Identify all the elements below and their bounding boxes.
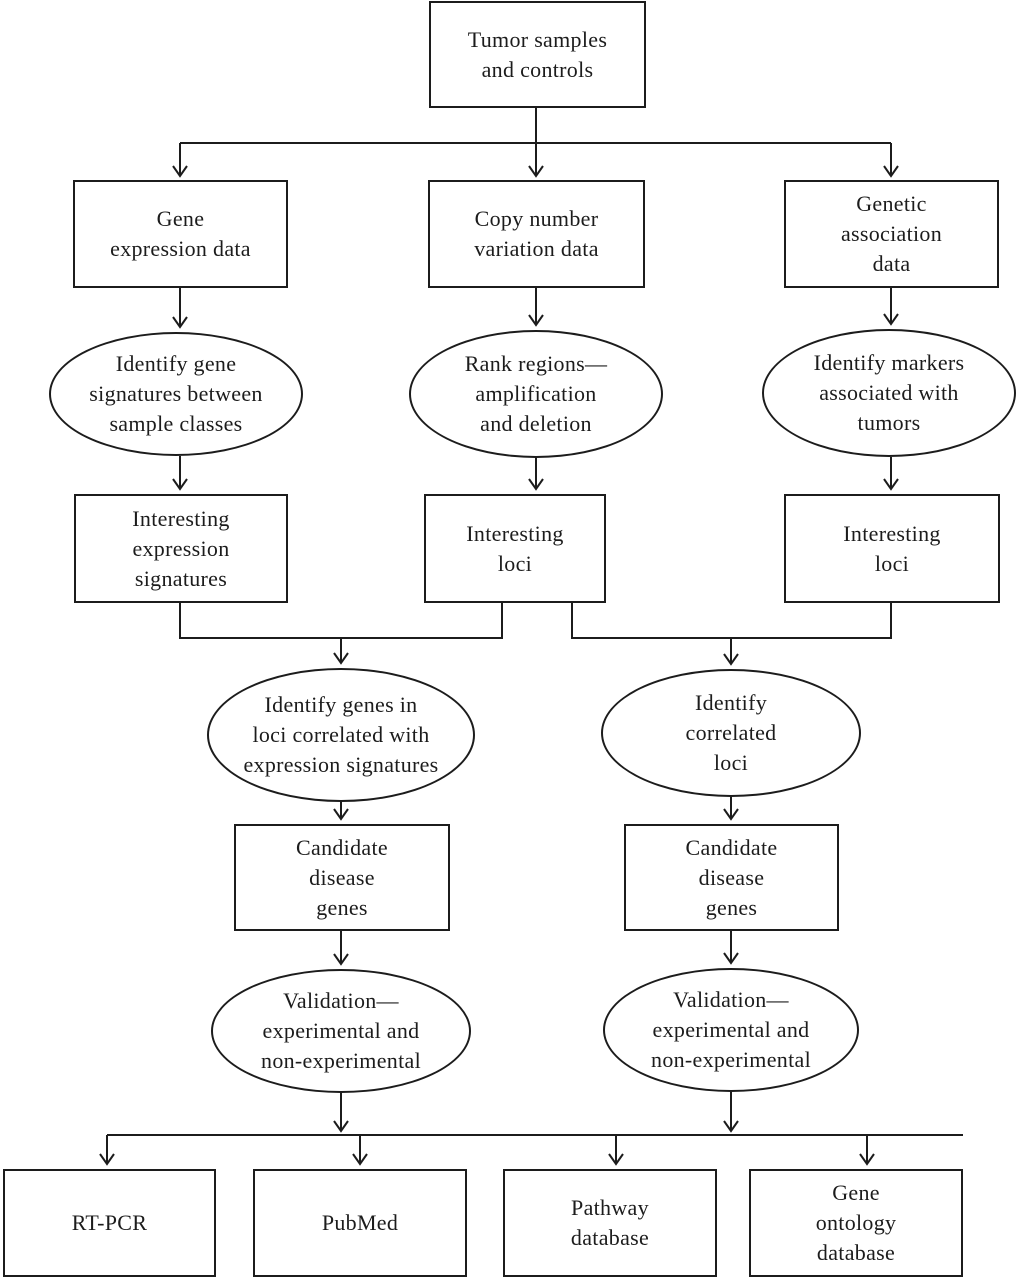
arrow-validation-right-to-bottom-bus (723, 1092, 739, 1133)
node-candidate-disease-genes-right: Candidate disease genes (624, 824, 839, 931)
arrow-bus-to-rt-pcr (99, 1135, 115, 1166)
arrow-copy-number-to-rank-regions (528, 288, 544, 327)
arrow-rank-regions-to-interesting-loci-cnv (528, 458, 544, 491)
node-gene-ontology-database: Gene ontology database (749, 1169, 963, 1277)
node-validation-right: Validation— experimental and non-experim… (603, 968, 859, 1092)
arrow-merge-right-to-identify-correlated-loci (723, 638, 739, 666)
arrow-bus-to-genetic-association (883, 143, 899, 178)
node-pubmed: PubMed (253, 1169, 467, 1277)
arrow-genetic-association-to-identify-markers (883, 288, 899, 326)
arrow-bus-to-pathway-database (608, 1135, 624, 1166)
node-interesting-loci-association: Interesting loci (784, 494, 1000, 603)
node-identify-correlated-loci: Identify correlated loci (601, 669, 861, 797)
arrow-identify-genes-to-candidate-left (333, 802, 349, 821)
node-interesting-loci-cnv: Interesting loci (424, 494, 606, 603)
merge-connector-left (179, 603, 503, 639)
arrow-bus-to-gene-ontology-database (859, 1135, 875, 1166)
node-tumor-samples-and-controls: Tumor samples and controls (429, 1, 646, 108)
node-interesting-expression-signatures: Interesting expression signatures (74, 494, 288, 603)
node-genetic-association-data: Genetic association data (784, 180, 999, 288)
arrow-merge-left-to-identify-genes (333, 638, 349, 665)
node-validation-left: Validation— experimental and non-experim… (211, 969, 471, 1093)
arrow-identify-signatures-to-interesting-signatures (172, 456, 188, 491)
arrow-identify-markers-to-interesting-loci-assoc (883, 457, 899, 491)
arrow-bus-to-pubmed (352, 1135, 368, 1166)
node-rank-regions-amplification-deletion: Rank regions— amplification and deletion (409, 330, 663, 458)
node-pathway-database: Pathway database (503, 1169, 717, 1277)
node-identify-gene-signatures: Identify gene signatures between sample … (49, 332, 303, 456)
node-identify-markers-associated-with-tumors: Identify markers associated with tumors (762, 329, 1016, 457)
arrow-bus-to-gene-expression (172, 143, 188, 178)
merge-connector-right (571, 603, 892, 639)
node-candidate-disease-genes-left: Candidate disease genes (234, 824, 450, 931)
node-copy-number-variation-data: Copy number variation data (428, 180, 645, 288)
node-gene-expression-data: Gene expression data (73, 180, 288, 288)
arrow-candidate-right-to-validation-right (723, 931, 739, 965)
arrow-candidate-left-to-validation-left (333, 931, 349, 966)
arrow-validation-left-to-bottom-bus (333, 1093, 349, 1133)
node-identify-genes-in-loci-correlated: Identify genes in loci correlated with e… (207, 668, 475, 802)
arrow-gene-expression-to-identify-signatures (172, 288, 188, 329)
arrow-identify-correlated-to-candidate-right (723, 797, 739, 821)
node-rt-pcr: RT-PCR (3, 1169, 216, 1277)
